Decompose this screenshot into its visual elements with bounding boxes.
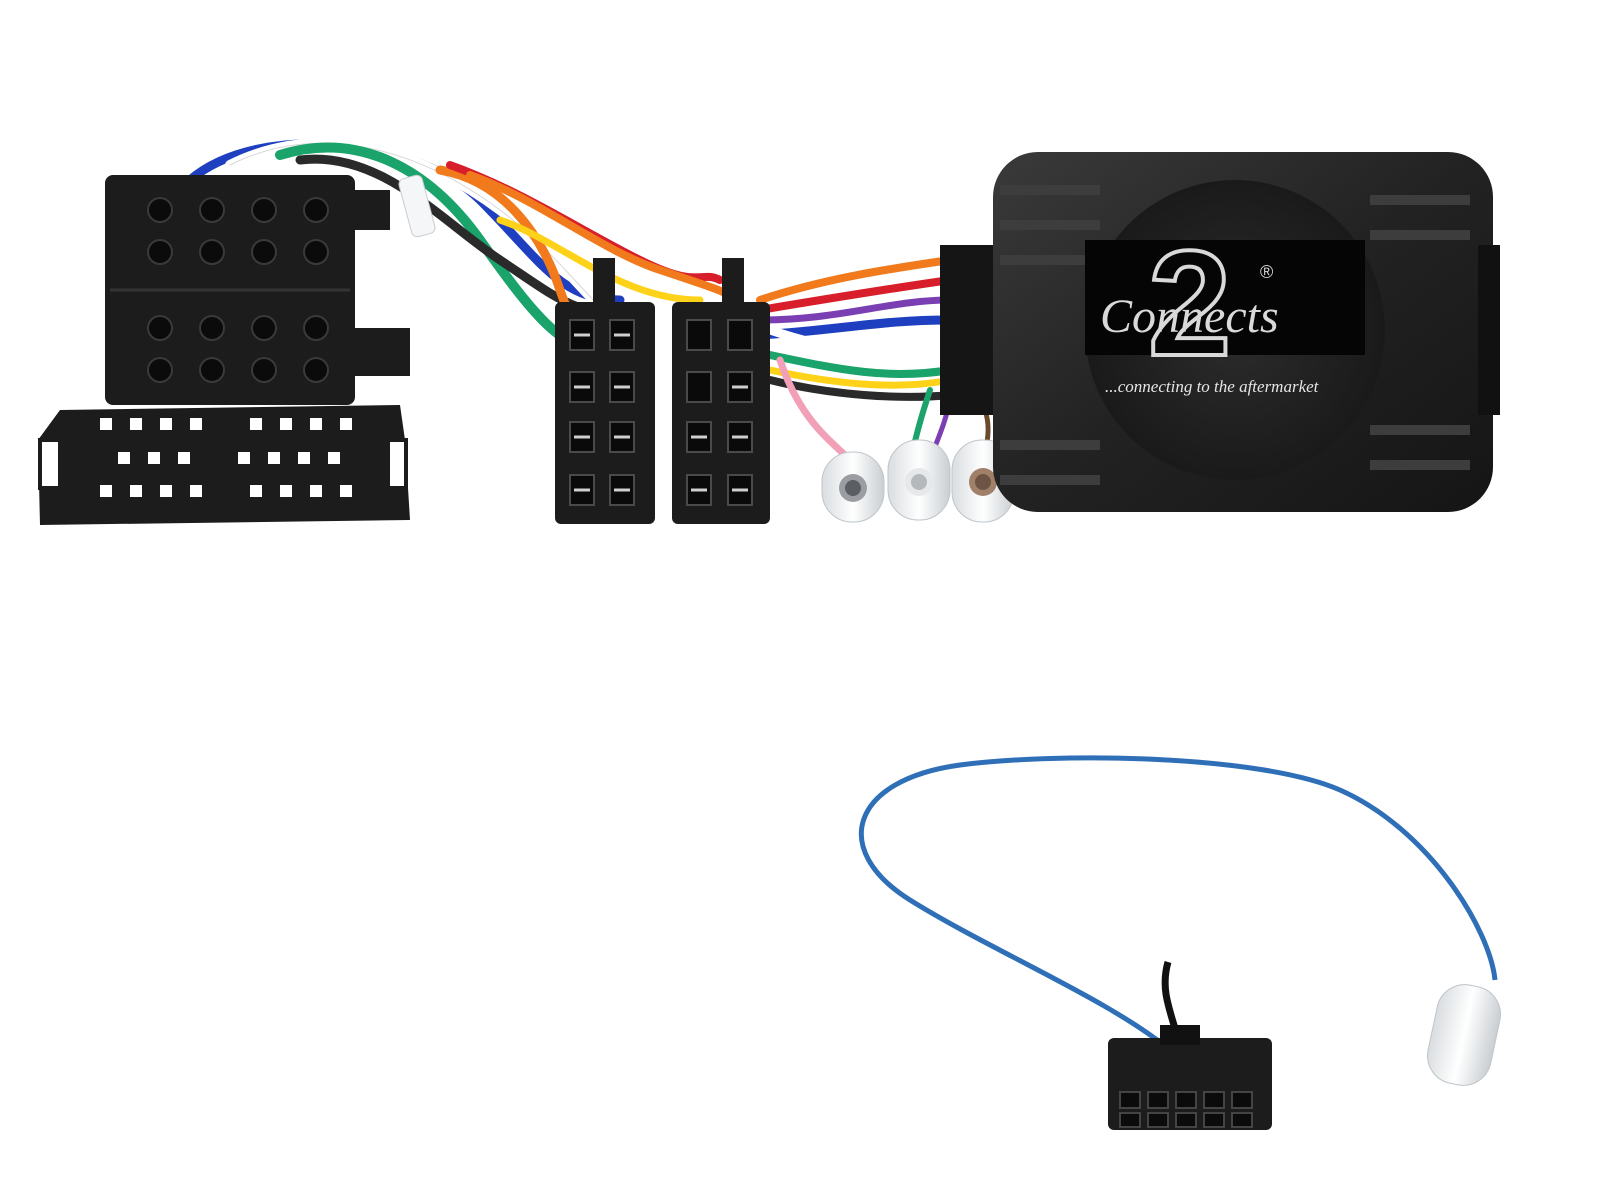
quadlock-connector [38, 175, 410, 525]
quadlock-pins [147, 197, 329, 383]
patch-lead [858, 755, 1501, 1130]
patch-lead-connector [1108, 1025, 1272, 1130]
logo-wordmark: Connects [1100, 290, 1279, 343]
logo-tagline: ...connecting to the aftermarket [1105, 377, 1320, 396]
cable-tie [398, 174, 436, 238]
quadlock-small-pins [100, 418, 352, 497]
brand-logo: 2 Connects ® ...connecting to the afterm… [1100, 217, 1320, 396]
logo-numeral: 2 [1148, 219, 1231, 387]
wire-bundle [185, 138, 991, 464]
bullet-terminals [821, 439, 1015, 523]
interface-module [940, 152, 1500, 512]
logo-registered-mark: ® [1260, 262, 1273, 282]
iso-connector-pair [555, 258, 770, 524]
